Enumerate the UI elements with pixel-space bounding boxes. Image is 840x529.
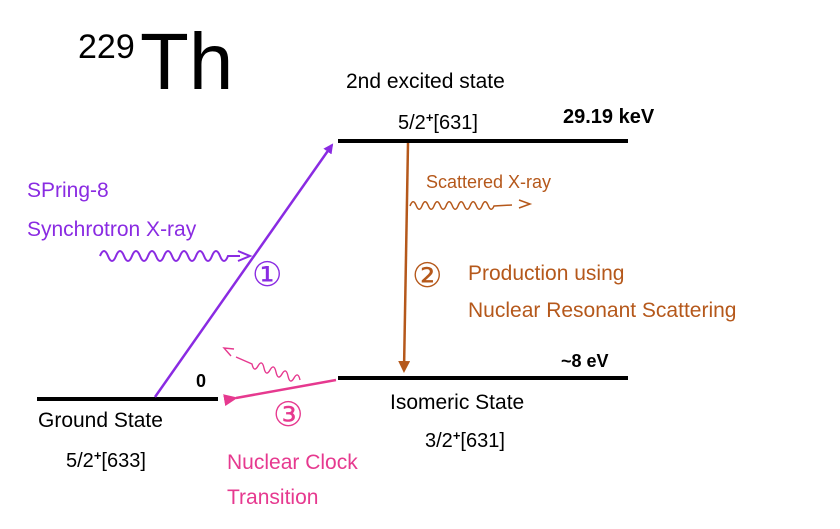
ground-spin: 5/2+[633] xyxy=(66,447,146,472)
second-excited-state-label: 2nd excited state xyxy=(346,70,505,93)
incoming-xray-arrowhead-icon xyxy=(237,250,253,262)
emitted-photon-wave-icon xyxy=(235,356,301,382)
second-excited-spin-value: 5/2 xyxy=(398,112,426,134)
second-excited-spin: 5/2+[631] xyxy=(398,109,478,134)
ground-nilsson: [633] xyxy=(101,450,146,472)
isomeric-parity: + xyxy=(452,427,461,443)
incoming-xray-wave-icon xyxy=(99,250,240,262)
step-1-marker: ① xyxy=(252,255,283,295)
scattered-xray-wave-icon xyxy=(409,201,513,210)
second-excited-energy: 29.19 keV xyxy=(563,106,655,128)
decay-label-line2: Nuclear Resonant Scattering xyxy=(468,299,737,322)
excitation-source-line2: Synchrotron X-ray xyxy=(27,218,197,241)
clock-transition-label-line1: Nuclear Clock xyxy=(227,451,358,474)
decay-arrow xyxy=(398,142,411,373)
excitation-arrow xyxy=(153,143,334,398)
decay-label-line1: Production using xyxy=(468,262,625,285)
emitted-photon-arrowhead-icon xyxy=(222,347,235,357)
step-2-marker: ② xyxy=(412,256,443,296)
mass-number: 229 xyxy=(78,28,135,66)
isomeric-spin-value: 3/2 xyxy=(425,430,453,452)
isomeric-spin: 3/2+[631] xyxy=(425,427,505,452)
element-symbol: Th xyxy=(140,17,234,106)
step-3-marker: ③ xyxy=(273,395,304,435)
excitation-source-line1: SPring-8 xyxy=(27,179,109,202)
isomeric-nilsson: [631] xyxy=(460,430,505,452)
scattered-xray-arrowhead-icon xyxy=(518,199,533,209)
second-excited-nilsson: [631] xyxy=(433,112,478,134)
ground-energy: 0 xyxy=(196,371,207,391)
ground-spin-value: 5/2 xyxy=(66,450,94,472)
clock-transition-arrow xyxy=(223,378,337,407)
ground-parity: + xyxy=(93,447,102,463)
second-excited-parity: + xyxy=(425,109,434,125)
scattered-xray-label: Scattered X-ray xyxy=(426,172,552,192)
clock-transition-label-line2: Transition xyxy=(227,486,319,509)
isomeric-energy: ~8 eV xyxy=(561,351,609,371)
isomeric-state-label: Isomeric State xyxy=(390,391,525,414)
ground-state-label: Ground State xyxy=(38,409,163,432)
